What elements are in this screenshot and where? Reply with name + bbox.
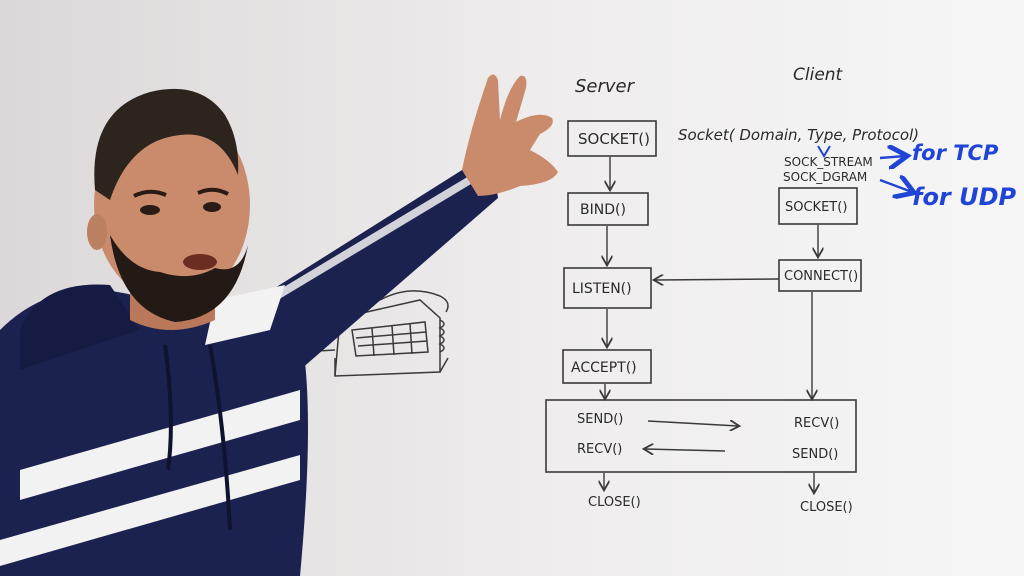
client-send-label: SEND()	[792, 447, 838, 462]
tcp-arrow	[879, 156, 905, 158]
connect-box	[778, 259, 862, 292]
server-close-label: CLOSE()	[588, 495, 641, 510]
presenter-beard	[110, 235, 248, 322]
bind-box	[567, 192, 649, 226]
udp-note: for UDP	[912, 183, 1017, 211]
sock-dgram-label: SOCK_DGRAM	[783, 170, 867, 184]
bind-label: BIND()	[580, 202, 626, 218]
socket-signature: Socket( Domain, Type, Protocol)	[678, 126, 919, 144]
presenter-eye-left	[140, 205, 160, 215]
presenter-arm	[240, 165, 498, 370]
data-exchange-box	[545, 399, 857, 473]
sock-stream-label: SOCK_STREAM	[784, 155, 873, 169]
presenter-eye-right	[203, 202, 221, 212]
presenter-mouth	[183, 254, 217, 270]
udp-arrow	[879, 180, 912, 192]
client-header: Client	[793, 65, 844, 85]
server-socket-label: SOCKET()	[578, 130, 650, 148]
flow-arrow-connect-listen	[655, 279, 780, 280]
client-close-label: CLOSE()	[800, 500, 853, 515]
server-send-label: SEND()	[577, 412, 623, 427]
send-arrow	[647, 421, 738, 426]
accept-box	[562, 349, 652, 384]
hoodie-stripe-1	[0, 455, 300, 566]
presenter-hand	[462, 74, 558, 196]
sock-stream-tick	[817, 145, 831, 158]
hoodie-drawstring-right	[208, 344, 232, 531]
recv-arrow	[645, 449, 726, 451]
client-recv-label: RECV()	[794, 416, 839, 431]
presenter-hair	[94, 88, 239, 200]
hoodie-hood	[20, 284, 140, 370]
connect-label: CONNECT()	[784, 269, 858, 284]
hoodie-stripe-2	[20, 390, 300, 500]
tcp-note: for TCP	[912, 141, 999, 165]
server-recv-label: RECV()	[577, 442, 622, 457]
hoodie-drawstring-left	[163, 344, 173, 471]
client-socket-label: SOCKET()	[785, 200, 847, 215]
server-header: Server	[575, 76, 636, 97]
presenter-ear	[87, 214, 107, 250]
accept-label: ACCEPT()	[571, 360, 637, 376]
listen-box	[563, 267, 652, 309]
listen-label: LISTEN()	[572, 281, 632, 297]
hoodie-stripe-3	[205, 285, 285, 345]
client-socket-box	[778, 187, 858, 225]
server-socket-box	[567, 120, 657, 157]
presenter	[0, 74, 558, 576]
